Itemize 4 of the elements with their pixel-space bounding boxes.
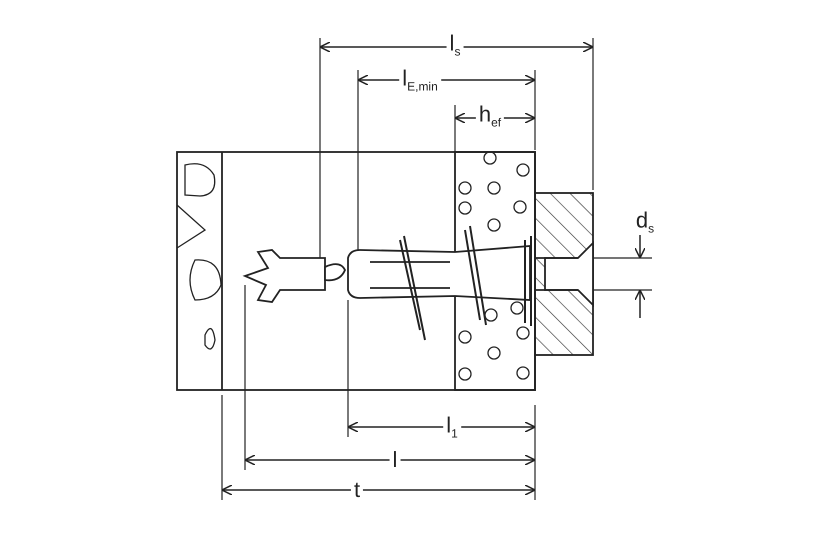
dimension-label: l$_{s}$ [446,32,464,58]
dimension-label: l$_{1}$ [443,414,461,440]
dimension-label: l$_{E,min}$ [399,67,441,93]
dimension-label: h$_{ef}$ [476,103,504,129]
